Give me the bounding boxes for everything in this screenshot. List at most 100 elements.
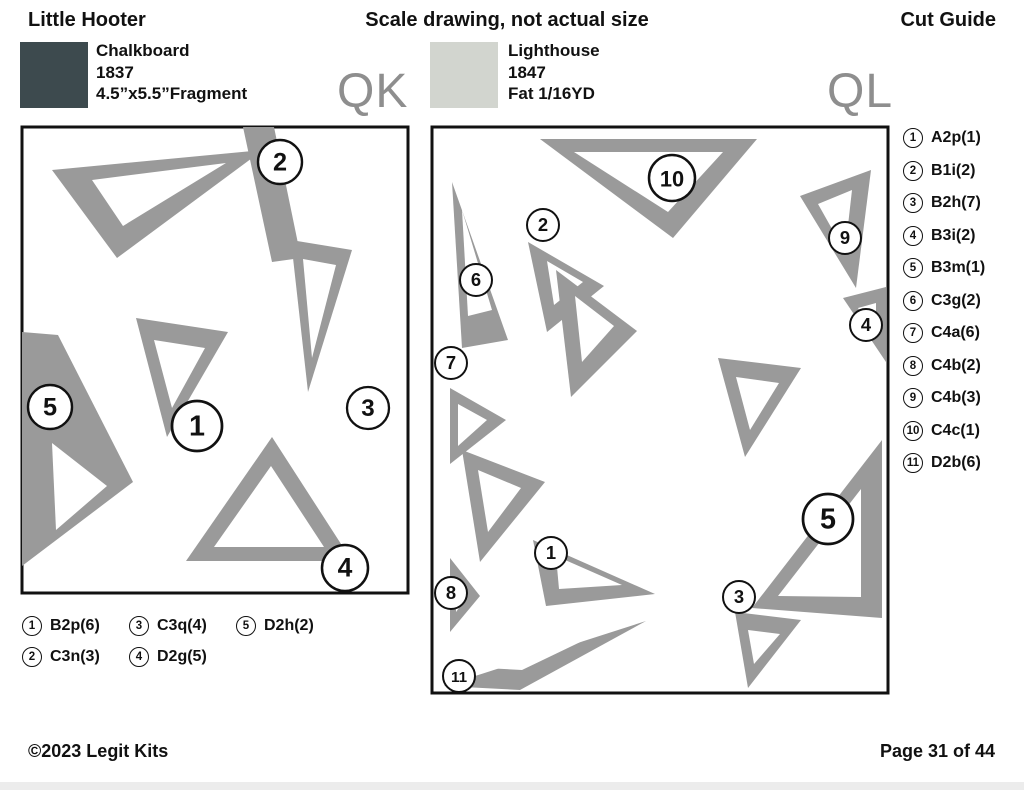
qk-legend-item: 4 D2g(5) bbox=[129, 647, 236, 667]
piece-code: C4a(6) bbox=[931, 324, 980, 341]
ql-marker-label-7: 7 bbox=[446, 352, 456, 373]
circled-number: 5 bbox=[903, 258, 923, 278]
circled-number: 3 bbox=[903, 193, 923, 213]
piece-list-item: 8 C4b(2) bbox=[903, 355, 985, 376]
qk-piece-6-hole bbox=[214, 466, 324, 547]
viewer-edge bbox=[0, 782, 1024, 790]
ql-piece-4-hole bbox=[575, 296, 614, 362]
ql-marker-9 bbox=[828, 221, 862, 255]
circled-number: 10 bbox=[903, 420, 923, 441]
piece-code: B2h(7) bbox=[931, 194, 981, 211]
ql-piece-10-hole bbox=[748, 630, 780, 664]
ql-marker-label-9: 9 bbox=[840, 227, 850, 248]
circled-number: 4 bbox=[129, 647, 149, 667]
fabric-code: 1837 bbox=[96, 62, 134, 82]
ql-marker-label-1: 1 bbox=[546, 542, 556, 563]
fabric-cut-size: Fat 1/16YD bbox=[508, 84, 595, 103]
page-number: Page 31 of 44 bbox=[879, 741, 995, 761]
fabric-name: Lighthouse bbox=[508, 41, 600, 60]
fabric-info-chalkboard: Chalkboard 1837 4.5”x5.5”Fragment bbox=[96, 40, 247, 105]
fabric-info-lighthouse: Lighthouse 1847 Fat 1/16YD bbox=[508, 40, 600, 105]
ql-marker-4 bbox=[849, 308, 883, 342]
circled-number: 11 bbox=[903, 453, 923, 473]
piece-list-item: 5 B3m(1) bbox=[903, 258, 985, 278]
ql-marker-8 bbox=[434, 576, 468, 610]
circled-number: 2 bbox=[903, 160, 923, 181]
circled-number: 8 bbox=[903, 355, 923, 376]
fabric-cut-size: 4.5”x5.5”Fragment bbox=[96, 84, 248, 103]
circled-number: 2 bbox=[22, 647, 42, 667]
ql-piece-5-hole bbox=[458, 404, 487, 446]
piece-code: C4c(1) bbox=[931, 421, 980, 439]
copyright: ©2023 Legit Kits bbox=[28, 741, 169, 761]
ql-marker-11 bbox=[442, 659, 476, 693]
ql-marker-label-11: 11 bbox=[451, 669, 468, 686]
piece-code: C4b(3) bbox=[931, 389, 981, 406]
fabric-swatch-lighthouse bbox=[430, 42, 498, 108]
qk-legend-item: 2 C3n(3) bbox=[22, 647, 129, 667]
piece-code: A2p(1) bbox=[931, 129, 981, 146]
piece-code: B3m(1) bbox=[931, 259, 986, 276]
fabric-code: 1847 bbox=[508, 62, 546, 82]
qk-legend-item: 5 D2h(2) bbox=[236, 616, 343, 636]
ql-piece-9-hole bbox=[485, 634, 597, 670]
pattern-title: Little Hooter bbox=[28, 9, 146, 31]
circled-number: 3 bbox=[129, 616, 149, 636]
page-heading: Cut Guide bbox=[900, 9, 996, 31]
circled-number: 1 bbox=[903, 128, 923, 148]
qk-legend-item: 1 B2p(6) bbox=[22, 616, 129, 636]
qk-piece-5-hole bbox=[52, 443, 107, 530]
fabric-swatch-chalkboard bbox=[20, 42, 88, 108]
ql-marker-5 bbox=[801, 492, 855, 546]
ql-piece-10 bbox=[735, 612, 801, 688]
ql-piece-8-hole bbox=[556, 556, 622, 589]
ql-marker-6 bbox=[459, 263, 493, 297]
circled-number: 4 bbox=[903, 225, 923, 246]
qk-legend-item: 3 C3q(4) bbox=[129, 616, 236, 636]
piece-list-item: 4 B3i(2) bbox=[903, 225, 985, 246]
qk-legend: 1 B2p(6) 3 C3q(4) 5 D2h(2) 2 C3n(3) 4 D2g(5) bbox=[22, 616, 343, 667]
qk-marker-label-4: 4 bbox=[338, 553, 353, 583]
piece-code: B2p(6) bbox=[50, 617, 100, 634]
piece-code: D2g(5) bbox=[157, 648, 207, 665]
ql-marker-10 bbox=[647, 153, 697, 203]
qk-marker-label-1: 1 bbox=[189, 411, 205, 443]
piece-code: D2b(6) bbox=[931, 454, 981, 471]
ql-marker-7 bbox=[434, 346, 468, 380]
ql-marker-label-6: 6 bbox=[471, 269, 481, 290]
circled-number: 1 bbox=[22, 616, 42, 636]
qk-marker-3 bbox=[345, 385, 391, 431]
qk-marker-label-2: 2 bbox=[273, 148, 287, 176]
ql-marker-label-10: 10 bbox=[660, 167, 684, 192]
panel-label-qk: QK bbox=[337, 65, 409, 118]
ql-marker-label-5: 5 bbox=[820, 504, 836, 536]
piece-code: D2h(2) bbox=[264, 617, 314, 634]
ql-box bbox=[430, 125, 890, 695]
qk-marker-4 bbox=[320, 543, 370, 593]
piece-code: C3n(3) bbox=[50, 648, 100, 665]
ql-marker-label-3: 3 bbox=[734, 586, 744, 607]
qk-marker-5 bbox=[26, 383, 74, 431]
ql-marker-label-8: 8 bbox=[446, 582, 456, 603]
ql-piece-6-hole bbox=[478, 470, 521, 532]
piece-code: C3q(4) bbox=[157, 617, 207, 634]
qk-piece-3-hole bbox=[303, 259, 336, 358]
piece-code: C3g(2) bbox=[931, 291, 981, 309]
ql-marker-label-2: 2 bbox=[538, 214, 548, 235]
piece-list-item: 11 D2b(6) bbox=[903, 453, 985, 473]
qk-marker-label-3: 3 bbox=[361, 395, 374, 422]
circled-number: 5 bbox=[236, 616, 256, 636]
piece-list-item: 1 A2p(1) bbox=[903, 128, 985, 148]
qk-marker-2 bbox=[256, 138, 304, 186]
ql-marker-3 bbox=[722, 580, 756, 614]
piece-code: C4b(2) bbox=[931, 356, 981, 374]
piece-code: B3i(2) bbox=[931, 226, 976, 244]
ql-marker-2 bbox=[526, 208, 560, 242]
